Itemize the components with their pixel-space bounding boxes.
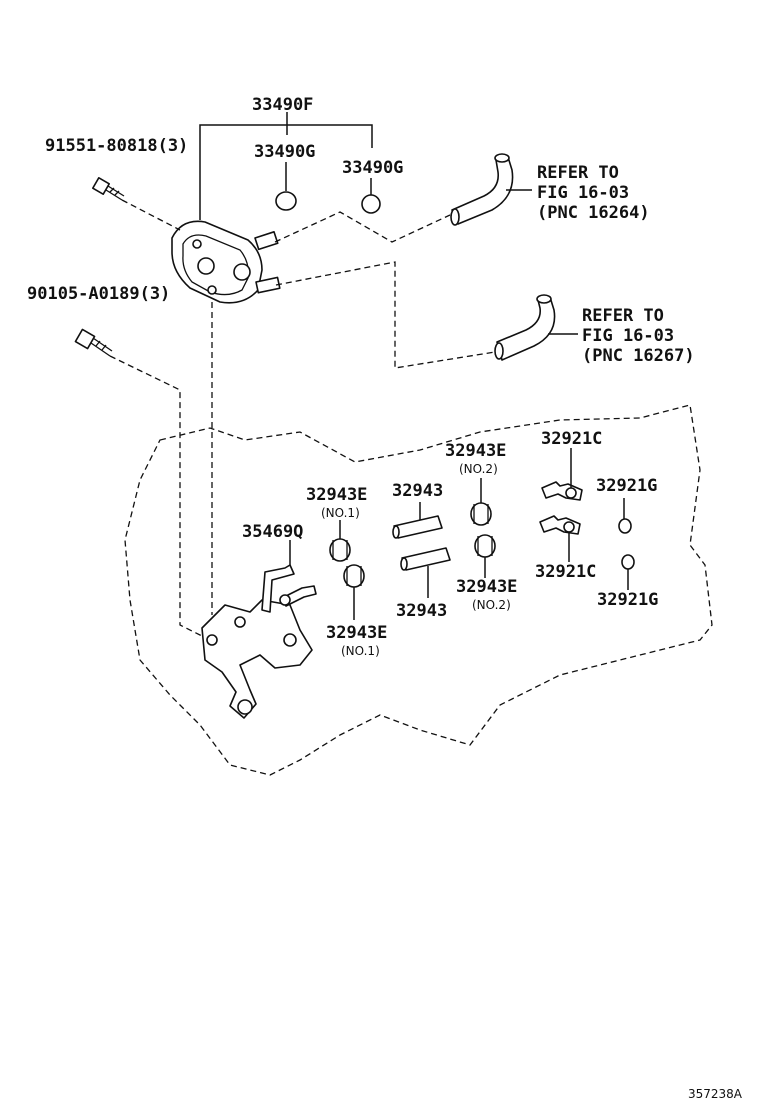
o-ring-33490G-a: [275, 191, 297, 211]
gasket-32921G-b: [621, 554, 635, 570]
label-32943E-no2-bot-sub: (NO.2): [472, 598, 511, 612]
clamp-32943E-no1-a: [329, 538, 351, 562]
clamp-32943E-no2-b: [474, 534, 496, 558]
label-32921G-top: 32921G: [596, 476, 657, 496]
hose-16267-icon: [494, 294, 556, 361]
label-33490F: 33490F: [252, 95, 313, 115]
union-32921C-b: [539, 515, 581, 535]
label-32943E-no1-left: 32943E: [306, 485, 367, 505]
leader-33490F: [199, 112, 373, 220]
label-90105-A0189: 90105-A0189(3): [27, 284, 170, 304]
gasket-32921G-a: [618, 518, 632, 534]
hose-32943-b: [400, 547, 451, 571]
ref1-line3: (PNC 16264): [537, 203, 650, 223]
label-32943E-no1-bot-sub: (NO.1): [341, 644, 380, 658]
label-35469Q: 35469Q: [242, 522, 303, 542]
ref1-line2: FIG 16-03: [537, 183, 629, 203]
label-32921C-top: 32921C: [541, 429, 602, 449]
hose-32943-a: [392, 515, 443, 539]
dashed-pump-to-hose1: [274, 211, 451, 243]
label-32943-top: 32943: [392, 481, 443, 501]
dashed-pump-to-hose2: [275, 261, 496, 369]
transmission-outline: [124, 404, 713, 776]
dashed-bolt1-to-pump: [121, 199, 181, 231]
label-33490G-a: 33490G: [254, 142, 315, 162]
ref2-line2: FIG 16-03: [582, 326, 674, 346]
label-32943E-no1-left-sub: (NO.1): [321, 506, 360, 520]
clamp-32943E-no1-b: [343, 564, 365, 588]
dashed-bolt2-to-bracket: [109, 355, 211, 641]
clamp-32943E-no2-a: [470, 502, 492, 526]
label-32921G-bot: 32921G: [597, 590, 658, 610]
figure-id: 357238A: [688, 1087, 743, 1101]
union-32921C-a: [541, 481, 583, 501]
hose-16264-icon: [450, 153, 514, 226]
ref2-line3: (PNC 16267): [582, 346, 695, 366]
oil-pump-assembly: [171, 220, 281, 304]
label-91551-80818: 91551-80818(3): [45, 136, 188, 156]
o-ring-33490G-b: [361, 194, 381, 214]
label-33490G-b: 33490G: [342, 158, 403, 178]
label-32943E-no1-bot: 32943E: [326, 623, 387, 643]
bolt-90105-icon: [74, 328, 113, 357]
label-32943E-no2-top: 32943E: [445, 441, 506, 461]
ref2-line1: REFER TO: [582, 306, 664, 326]
label-32943E-no2-bot: 32943E: [456, 577, 517, 597]
label-32943-bot: 32943: [396, 601, 447, 621]
bracket-35469Q-icon: [201, 564, 317, 719]
label-32921C-bot: 32921C: [535, 562, 596, 582]
label-32943E-no2-top-sub: (NO.2): [459, 462, 498, 476]
ref1-line1: REFER TO: [537, 163, 619, 183]
bolt-91551-icon: [92, 177, 125, 201]
